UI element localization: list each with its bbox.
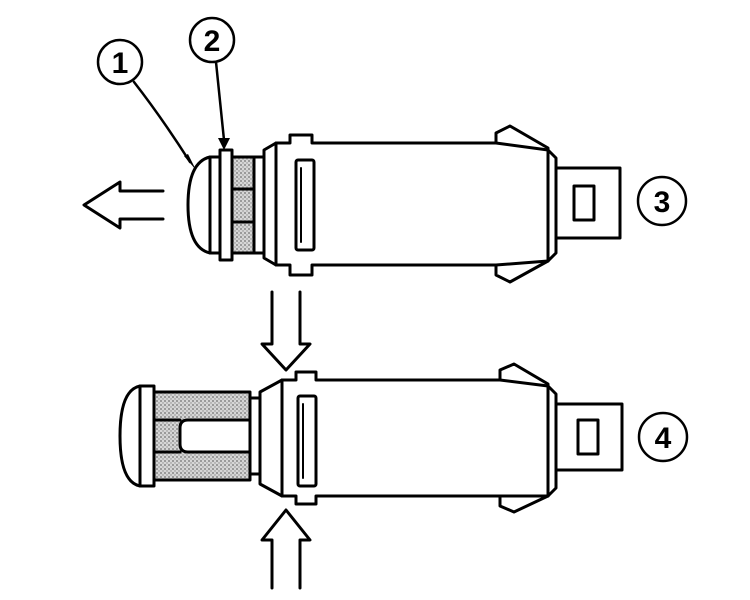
retaining-ring <box>218 148 234 262</box>
connector-tab <box>554 166 622 240</box>
down-arrow-icon <box>260 290 312 372</box>
plunger-body <box>138 384 156 488</box>
callout-4-label: 4 <box>655 422 672 455</box>
latch-slot <box>296 394 318 488</box>
connector-window <box>576 418 600 456</box>
switch-housing <box>258 362 558 514</box>
latch-slot <box>294 158 316 252</box>
bottom-switch-assembly <box>118 362 624 514</box>
connector-window <box>572 184 596 222</box>
left-arrow-icon <box>82 180 165 230</box>
callout-1-label: 1 <box>112 47 129 80</box>
up-arrow-icon <box>260 508 312 590</box>
callout-2-label: 2 <box>204 25 221 58</box>
leader-line-2 <box>214 60 226 142</box>
press-arrow-top <box>260 290 312 372</box>
callout-4: 4 <box>637 411 689 463</box>
callout-3-label: 3 <box>654 186 671 219</box>
connector-tab <box>554 402 624 472</box>
switch-cap <box>186 155 212 255</box>
stippled-insert <box>230 155 256 255</box>
callout-1: 1 <box>96 38 144 86</box>
top-switch-assembly <box>82 124 622 284</box>
switch-housing <box>262 124 558 284</box>
leader-line-1 <box>132 80 192 164</box>
press-arrow-bottom <box>260 508 312 590</box>
callout-3: 3 <box>636 175 688 227</box>
callout-2: 2 <box>188 16 236 64</box>
plunger-cap <box>118 384 142 488</box>
